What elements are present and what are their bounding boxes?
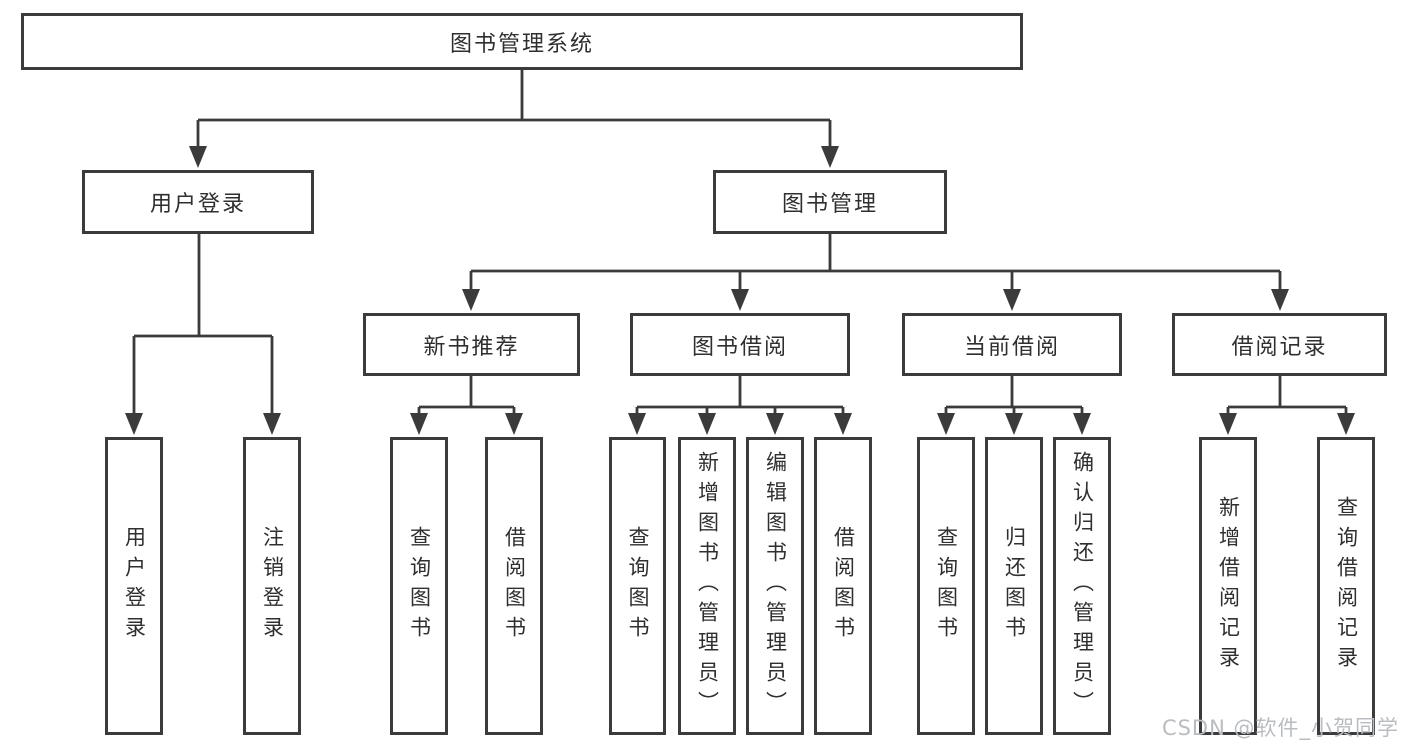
leaf-return-book: 归还图书 [985, 437, 1043, 735]
arrowhead [1219, 413, 1237, 435]
node-label: 归还图书 [1002, 526, 1027, 646]
arrowhead [821, 146, 839, 168]
arrowhead [1005, 413, 1023, 435]
csdn-watermark: CSDN @软件_小贺同学 [1161, 716, 1399, 740]
arrowhead [1337, 413, 1355, 435]
node-label: 借阅记录 [1231, 334, 1328, 360]
node-library-management-system: 图书管理系统 [21, 13, 1023, 70]
arrowhead [937, 413, 955, 435]
node-current-borrow: 当前借阅 [902, 313, 1122, 376]
arrowhead [731, 289, 749, 311]
leaf-query-books-borrow: 查询图书 [609, 437, 666, 735]
node-label: 确认归还（管理员） [1070, 451, 1095, 721]
leaf-query-books-recommend: 查询图书 [390, 437, 448, 735]
node-new-book-recommend: 新书推荐 [363, 313, 580, 376]
node-label: 借阅图书 [831, 526, 856, 646]
arrowhead [462, 289, 480, 311]
node-label: 图书管理 [781, 192, 878, 217]
connector-new-book-recommend-children [410, 376, 523, 435]
node-label: 查询图书 [626, 526, 650, 646]
node-label: 注销登录 [260, 526, 285, 646]
connector-root-to-level2 [189, 70, 839, 168]
arrowhead [263, 413, 281, 435]
arrowhead [189, 146, 207, 168]
node-label: 查询借阅记录 [1334, 496, 1359, 676]
leaf-user-login: 用户登录 [105, 437, 163, 735]
connector-borrow-records-children [1219, 376, 1355, 435]
node-book-management: 图书管理 [713, 170, 947, 234]
leaf-confirm-return-admin: 确认归还（管理员） [1053, 437, 1111, 735]
node-label: 新书推荐 [423, 334, 520, 360]
leaf-borrow-books: 借阅图书 [814, 437, 872, 735]
node-label: 查询图书 [407, 526, 432, 646]
node-label: 图书借阅 [691, 334, 788, 360]
node-label: 用户登录 [122, 526, 147, 646]
arrowhead [834, 413, 852, 435]
leaf-borrow-books-recommend: 借阅图书 [485, 437, 543, 735]
node-borrow-records: 借阅记录 [1172, 313, 1387, 376]
node-book-borrow: 图书借阅 [630, 313, 850, 376]
arrowhead [1003, 289, 1021, 311]
leaf-add-borrow-record: 新增借阅记录 [1199, 437, 1257, 735]
arrowhead [698, 413, 716, 435]
node-user-login: 用户登录 [82, 170, 314, 234]
connector-current-borrow-children [937, 376, 1091, 435]
node-label: 当前借阅 [963, 334, 1060, 360]
node-label: 新增借阅记录 [1216, 496, 1241, 676]
connector-book-borrow-children [628, 376, 852, 435]
connector-user-login-children [125, 234, 281, 435]
node-label: 查询图书 [934, 526, 959, 646]
node-label: 借阅图书 [502, 526, 527, 646]
leaf-query-books-current: 查询图书 [917, 437, 975, 735]
arrowhead [628, 413, 646, 435]
arrowhead [505, 413, 523, 435]
arrowhead [1073, 413, 1091, 435]
leaf-logout: 注销登录 [243, 437, 301, 735]
connector-book-management-children [462, 233, 1289, 311]
node-label: 新增图书（管理员） [695, 451, 720, 721]
node-label: 用户登录 [149, 192, 246, 217]
leaf-add-book-admin: 新增图书（管理员） [678, 437, 736, 735]
node-label: 图书管理系统 [449, 31, 594, 57]
leaf-query-borrow-record: 查询借阅记录 [1317, 437, 1375, 735]
arrowhead [766, 413, 784, 435]
leaf-edit-book-admin: 编辑图书（管理员） [746, 437, 804, 735]
arrowhead [410, 413, 428, 435]
node-label: 编辑图书（管理员） [763, 451, 788, 721]
arrowhead [125, 413, 143, 435]
arrowhead [1271, 289, 1289, 311]
